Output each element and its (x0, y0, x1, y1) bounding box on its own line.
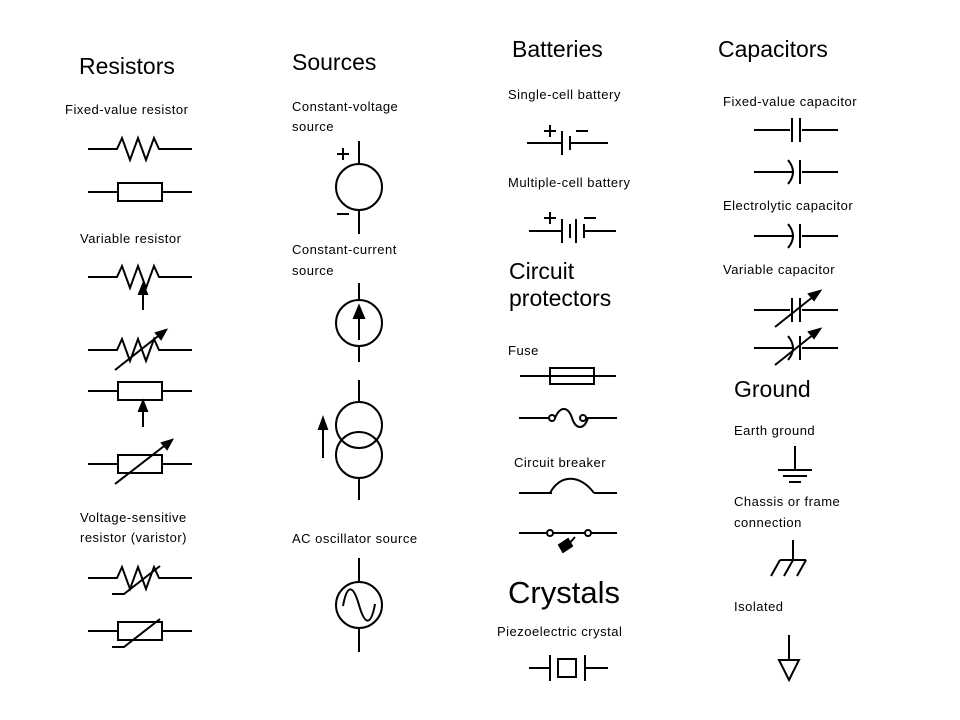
crystals-heading: Crystals (508, 575, 620, 610)
chassis-ground-symbol (770, 540, 807, 577)
earth-ground-symbol (778, 446, 812, 483)
polarized-capacitor-symbol (754, 159, 838, 185)
variable-capacitor-symbol (754, 289, 838, 328)
voltage-source-label-line2: source (292, 119, 335, 134)
isolated-ground-label: Isolated (734, 599, 784, 614)
fixed-capacitor-symbol (754, 118, 838, 142)
fuse-label: Fuse (508, 343, 539, 358)
earth-ground-label: Earth ground (734, 423, 816, 438)
ground-heading: Ground (734, 376, 811, 402)
resistors-heading: Resistors (79, 53, 175, 79)
sources-heading: Sources (292, 49, 377, 75)
batteries-heading: Batteries (512, 36, 603, 62)
constant-voltage-source-symbol (335, 141, 383, 234)
circuit-breaker-curve-symbol (519, 477, 617, 494)
circuit-breaker-label: Circuit breaker (514, 455, 607, 470)
varistor-box-symbol (88, 618, 192, 648)
isolated-ground-symbol (777, 635, 801, 683)
multiple-cell-battery-symbol (529, 212, 616, 243)
single-cell-battery-symbol (527, 125, 608, 155)
current-source-label-line1: Constant-current (292, 242, 397, 257)
circuit-protectors-heading-line2: protectors (509, 285, 612, 311)
piezoelectric-crystal-symbol (529, 655, 608, 681)
variable-resistor-zigzag-symbol (88, 263, 192, 310)
varistor-label-line2: resistor (varistor) (80, 530, 188, 545)
fuse-curve-symbol (519, 408, 617, 428)
chassis-ground-label-line1: Chassis or frame (734, 494, 841, 509)
multi-cell-battery-label: Multiple-cell battery (508, 175, 631, 190)
circuit-protectors-heading-line1: Circuit (509, 258, 575, 284)
fixed-capacitor-label: Fixed-value capacitor (723, 94, 858, 109)
rheostat-zigzag-symbol (88, 328, 192, 371)
electrolytic-capacitor-label: Electrolytic capacitor (723, 198, 854, 213)
variable-capacitor-label: Variable capacitor (723, 262, 836, 277)
fixed-resistor-zigzag-symbol (88, 135, 192, 163)
circuit-breaker-switch-symbol (519, 529, 617, 554)
varistor-zigzag-symbol (88, 564, 192, 595)
variable-resistor-box-symbol (88, 381, 192, 427)
constant-current-source-symbol (335, 283, 383, 362)
ac-oscillator-source-symbol (335, 558, 383, 652)
variable-resistor-label: Variable resistor (80, 231, 182, 246)
varistor-label-line1: Voltage-sensitive (80, 510, 187, 525)
piezo-crystal-label: Piezoelectric crystal (497, 624, 623, 639)
single-cell-battery-label: Single-cell battery (508, 87, 621, 102)
electrolytic-capacitor-symbol (754, 223, 838, 249)
fixed-resistor-label: Fixed-value resistor (65, 102, 189, 117)
capacitors-heading: Capacitors (718, 36, 828, 62)
dual-current-source-symbol (317, 380, 383, 500)
ac-source-label: AC oscillator source (292, 531, 418, 546)
rheostat-box-symbol (88, 438, 192, 485)
voltage-source-label-line1: Constant-voltage (292, 99, 399, 114)
fixed-resistor-box-symbol (88, 182, 192, 202)
fuse-box-symbol (520, 367, 616, 385)
variable-polarized-capacitor-symbol (754, 327, 838, 366)
current-source-label-line2: source (292, 263, 335, 278)
chassis-ground-label-line2: connection (734, 515, 802, 530)
